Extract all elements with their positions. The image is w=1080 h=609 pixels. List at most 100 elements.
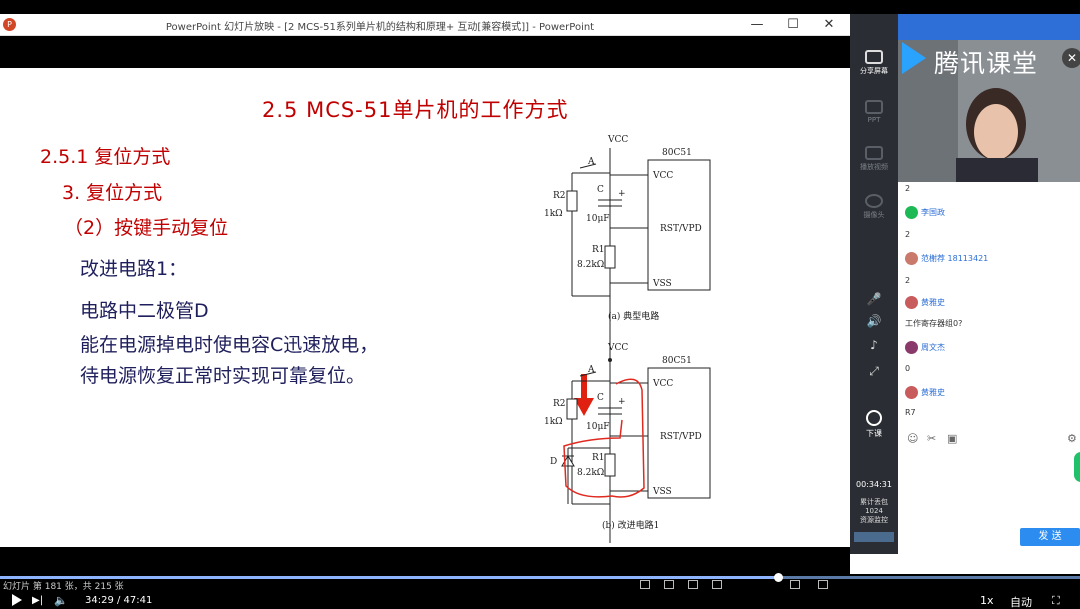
circuit-a-r1-value: 8.2kΩ [577, 260, 604, 270]
circuit-b-switch-label: A [587, 365, 595, 375]
stats-value: 1024 [865, 507, 883, 515]
close-icon[interactable]: ✕ [1062, 48, 1080, 68]
circuit-b-r1-value: 8.2kΩ [577, 468, 604, 478]
circuit-b-pin-vcc: VCC [652, 379, 673, 389]
slide-title: 2.5 MCS-51单片机的工作方式 [262, 98, 569, 122]
prev-slide-icon[interactable] [640, 580, 650, 589]
music-icon[interactable]: ♪ [870, 338, 878, 352]
circuit-b-chip-label: 80C51 [662, 356, 692, 366]
playback-speed[interactable]: 1x [980, 594, 994, 607]
chat-user[interactable]: 范榭荐 18113421 [905, 252, 988, 266]
notes-icon[interactable] [688, 580, 698, 589]
maximize-button[interactable]: ☐ [787, 17, 799, 32]
expand-icon[interactable]: ⤢ [869, 364, 879, 378]
powerpoint-window: P PowerPoint 幻灯片放映 - [2 MCS-51系列单片机的结构和原… [0, 14, 850, 592]
avatar [905, 206, 918, 219]
share-screen-button[interactable]: 分享屏幕 [850, 50, 898, 76]
slide-count: 幻灯片 第 181 张，共 215 张 [3, 582, 124, 592]
mic-icon[interactable]: 🎤 [866, 292, 882, 306]
avatar [905, 341, 918, 354]
subsection-heading: 3. 复位方式 [62, 182, 163, 204]
circuit-b-r2-value: 1kΩ [544, 417, 563, 427]
circuit-b-pin-vss: VSS [652, 487, 672, 497]
reset-circuit-diagrams: VCC 80C51 A C + R2 1kΩ 10μF R1 8.2kΩ VCC… [544, 135, 711, 543]
circuit-typical [566, 148, 711, 362]
fullscreen-icon[interactable]: ⛶ [1052, 594, 1060, 607]
time-display: 34:29 / 47:41 [85, 595, 153, 606]
tencent-logo-text: 腾讯课堂 [934, 49, 1039, 78]
circuit-a-c-value: 10μF [586, 214, 610, 224]
window-title: PowerPoint 幻灯片放映 - [2 MCS-51系列单片机的结构和原理+… [165, 22, 595, 33]
sidebar-label: PPT [867, 116, 881, 124]
body-line: 电路中二极管D [80, 300, 209, 322]
player-bar: ▶| 🔈 34:29 / 47:41 1x 自动 ⛶ [0, 592, 1080, 609]
send-button[interactable]: 发 送 [1020, 528, 1080, 546]
stats-label[interactable]: 资源监控 [860, 516, 888, 524]
annotation-red-path [563, 378, 645, 498]
circuit-a-pin-vcc: VCC [652, 171, 673, 181]
circuit-a-cap-label: C [597, 185, 604, 195]
chat-user[interactable]: 黄雅史 [905, 386, 945, 400]
scissors-icon[interactable]: ✂ [927, 432, 937, 445]
item-heading: （2）按键手动复位 [64, 217, 229, 239]
circuit-a-r2-value: 1kΩ [544, 209, 563, 219]
chat-message: 2 [905, 276, 911, 285]
ppt-button[interactable]: PPT [850, 100, 898, 124]
chat-message: 0 [905, 364, 911, 373]
progress-handle[interactable] [773, 573, 783, 582]
circuit-b-r1-label: R1 [592, 453, 605, 463]
chat-username: 范榭荐 18113421 [921, 254, 989, 263]
slide[interactable]: 2.5 MCS-51单片机的工作方式 2.5.1 复位方式 3. 复位方式 （2… [0, 68, 850, 547]
powerpoint-logo-icon: P [3, 18, 16, 31]
chat-user[interactable]: 李国政 [905, 206, 945, 220]
end-class-button[interactable]: 下课 [850, 410, 898, 439]
chat-username: 黄雅史 [921, 388, 945, 397]
speaker-icon[interactable]: 🔊 [866, 314, 882, 328]
circuit-improved [561, 356, 711, 543]
play-video-button[interactable]: 播放视频 [850, 146, 898, 172]
sidebar-label: 分享屏幕 [860, 67, 888, 75]
circuit-a-cap-plus: + [618, 189, 626, 199]
slideshow-icon[interactable] [818, 580, 828, 589]
volume-icon[interactable]: 🔈 [54, 594, 68, 607]
power-icon [866, 410, 882, 426]
progress-bar[interactable] [0, 573, 1080, 582]
view-icon[interactable] [712, 580, 722, 589]
circuit-b-cap-label: C [597, 393, 604, 403]
next-slide-icon[interactable] [664, 580, 674, 589]
next-icon[interactable]: ▶| [32, 595, 44, 606]
powerpoint-statusbar: 幻灯片 第 181 张，共 215 张 [0, 578, 850, 592]
circuit-a-pin-rst: RST/VPD [660, 224, 702, 234]
network-stats: 累计丢包 1024 资源监控 [850, 498, 898, 525]
camera-icon [865, 194, 883, 208]
chat-user[interactable]: 黄雅史 [905, 296, 945, 310]
circuit-b-pin-rst: RST/VPD [660, 432, 702, 442]
teacher-video [898, 40, 1080, 182]
body-line: 待电源恢复正常时实现可靠复位。 [80, 365, 366, 387]
avatar [905, 386, 918, 399]
video-player-controls: ▶| 🔈 34:29 / 47:41 1x 自动 ⛶ [0, 573, 1080, 609]
tencent-sidebar: 分享屏幕 PPT 播放视频 摄像头 🎤 🔊 ♪ ⤢ 下课 00:34:31 [850, 14, 898, 554]
camera-button[interactable]: 摄像头 [850, 194, 898, 220]
avatar [905, 296, 918, 309]
floating-action-button[interactable] [1074, 452, 1080, 482]
reading-view-icon[interactable] [790, 580, 800, 589]
circuit-a-pin-vss: VSS [652, 279, 672, 289]
ppt-icon [865, 100, 883, 114]
play-video-icon [865, 146, 883, 160]
chat-user[interactable]: 周文杰 [905, 341, 945, 355]
play-icon[interactable] [12, 594, 22, 606]
tencent-classroom-panel: 分享屏幕 PPT 播放视频 摄像头 🎤 🔊 ♪ ⤢ 下课 00:34:31 [850, 14, 1080, 574]
settings-icon[interactable]: ⚙ [1067, 432, 1077, 445]
quality-auto[interactable]: 自动 [1010, 596, 1032, 609]
class-timer: 00:34:31 [856, 480, 892, 489]
avatar [905, 252, 918, 265]
end-class-label: 下课 [866, 429, 882, 438]
close-button[interactable]: ✕ [823, 17, 835, 32]
emoji-icon[interactable]: ☺ [907, 432, 919, 445]
minimize-button[interactable]: — [750, 17, 764, 32]
chat-message: 2 [905, 230, 911, 239]
image-icon[interactable]: ▣ [947, 432, 958, 445]
chat-username: 黄雅史 [921, 298, 945, 307]
